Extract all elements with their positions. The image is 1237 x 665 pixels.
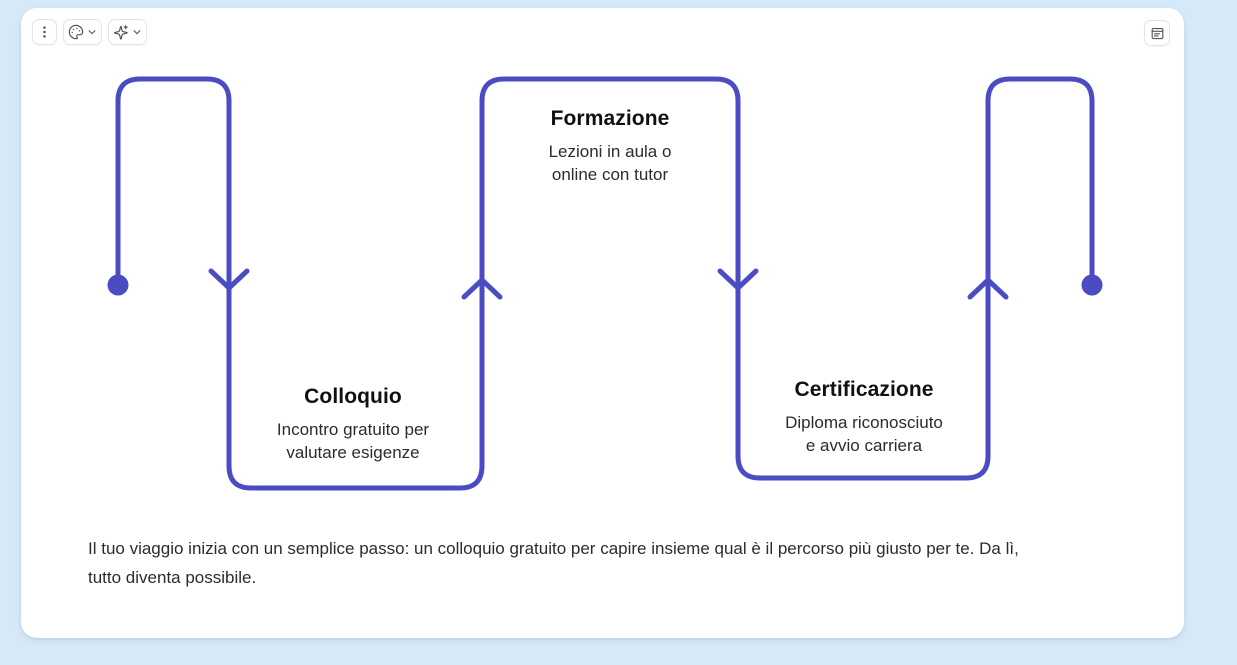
journey-path-diagram[interactable] <box>21 8 1184 638</box>
more-options-button[interactable] <box>32 19 57 45</box>
arrow-up-icon <box>461 277 503 300</box>
theme-button[interactable] <box>63 19 102 45</box>
notes-button[interactable] <box>1144 20 1170 46</box>
slide-card: Colloquio Incontro gratuito per valutare… <box>21 8 1184 638</box>
step-colloquio[interactable]: Colloquio Incontro gratuito per valutare… <box>277 385 429 464</box>
step-formazione[interactable]: Formazione Lezioni in aula o online con … <box>549 107 672 186</box>
step-title: Formazione <box>550 107 670 130</box>
kebab-menu-icon <box>43 26 46 38</box>
arrow-up-icon <box>967 277 1009 300</box>
step-subtitle: Diploma riconosciuto e avvio carriera <box>785 413 943 455</box>
chevron-down-icon <box>133 30 141 35</box>
journey-path-line <box>115 76 1095 491</box>
step-title: Certificazione <box>794 378 934 401</box>
arrow-down-icon <box>717 268 759 291</box>
chevron-down-icon <box>88 30 96 35</box>
step-subtitle: Incontro gratuito per valutare esigenze <box>276 420 430 462</box>
step-title: Colloquio <box>304 385 402 408</box>
path-end-dot <box>1081 274 1103 296</box>
palette-icon <box>68 24 84 40</box>
caption-paragraph[interactable]: Il tuo viaggio inizia con un semplice pa… <box>88 539 1019 587</box>
ai-assist-button[interactable] <box>108 19 147 45</box>
step-subtitle: Lezioni in aula o online con tutor <box>548 142 672 184</box>
sparkles-icon <box>114 25 128 40</box>
step-certificazione[interactable]: Certificazione Diploma riconosciuto e av… <box>785 378 943 457</box>
path-start-dot <box>107 274 129 296</box>
arrow-down-icon <box>208 268 250 291</box>
toolbar-left <box>32 19 147 45</box>
notes-card-icon <box>1151 27 1163 39</box>
